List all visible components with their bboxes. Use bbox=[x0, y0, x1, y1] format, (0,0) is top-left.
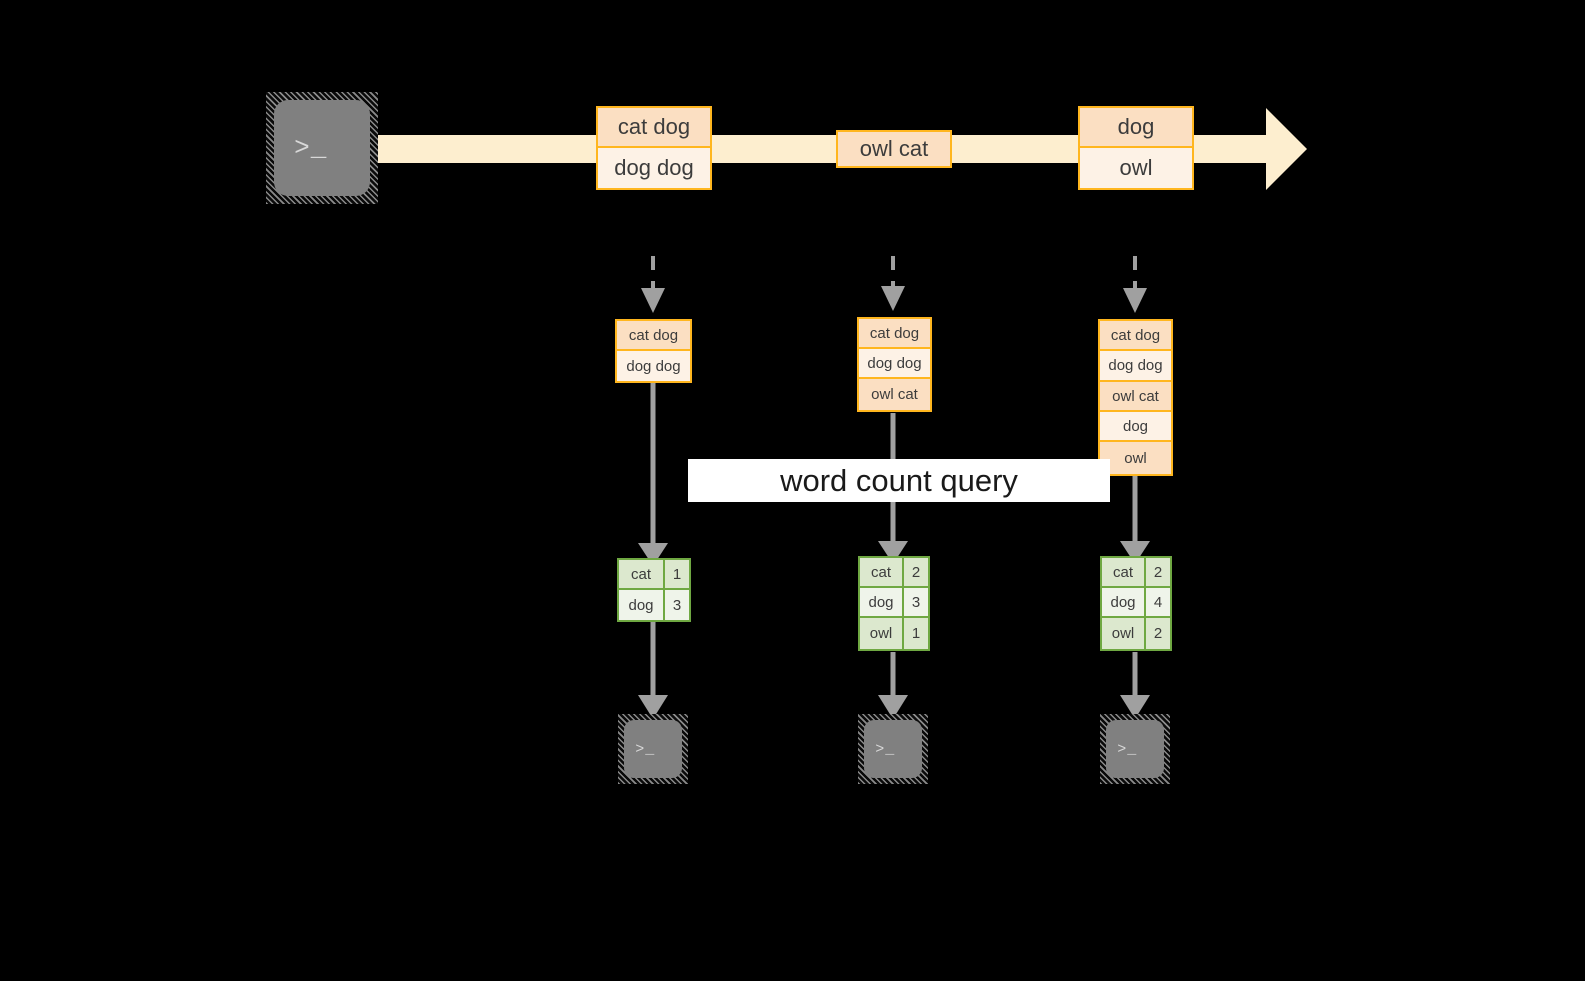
input-record: owl bbox=[1100, 442, 1171, 474]
sink-terminal-icon-2[interactable]: >_ bbox=[858, 714, 928, 784]
stream-record: cat dog bbox=[598, 108, 710, 148]
input-record: dog dog bbox=[859, 349, 930, 379]
table-cell-word: cat bbox=[860, 558, 904, 586]
table-row: owl 2 bbox=[1102, 618, 1170, 649]
table-row: dog 4 bbox=[1102, 588, 1170, 618]
terminal-body bbox=[274, 100, 370, 196]
table-cell-count: 2 bbox=[1146, 618, 1170, 649]
input-stack-3[interactable]: cat dog dog dog owl cat dog owl bbox=[1098, 319, 1173, 476]
input-stack-2[interactable]: cat dog dog dog owl cat bbox=[857, 317, 932, 412]
terminal-body bbox=[864, 720, 922, 778]
query-label: word count query bbox=[688, 459, 1110, 502]
terminal-body bbox=[1106, 720, 1164, 778]
terminal-prompt-text: >_ bbox=[294, 133, 328, 163]
input-record: cat dog bbox=[617, 321, 690, 351]
input-record: dog bbox=[1100, 412, 1171, 442]
table-cell-word: owl bbox=[1102, 618, 1146, 649]
sink-terminal-icon-3[interactable]: >_ bbox=[1100, 714, 1170, 784]
table-cell-count: 3 bbox=[665, 590, 689, 620]
table-cell-count: 1 bbox=[904, 618, 928, 649]
stream-record: owl cat bbox=[838, 132, 950, 166]
sink-terminal-icon-1[interactable]: >_ bbox=[618, 714, 688, 784]
feed-arrow-head-1 bbox=[641, 288, 665, 313]
result-table-3[interactable]: cat 2 dog 4 owl 2 bbox=[1100, 556, 1172, 651]
stream-batch-2[interactable]: owl cat bbox=[836, 130, 952, 168]
table-cell-word: dog bbox=[619, 590, 665, 620]
input-record: owl cat bbox=[1100, 382, 1171, 412]
table-row: dog 3 bbox=[860, 588, 928, 618]
result-table-1[interactable]: cat 1 dog 3 bbox=[617, 558, 691, 622]
stream-record: dog bbox=[1080, 108, 1192, 148]
table-cell-word: owl bbox=[860, 618, 904, 649]
table-row: cat 2 bbox=[860, 558, 928, 588]
input-stack-1[interactable]: cat dog dog dog bbox=[615, 319, 692, 383]
table-cell-word: cat bbox=[619, 560, 665, 588]
table-cell-word: dog bbox=[860, 588, 904, 616]
table-cell-word: cat bbox=[1102, 558, 1146, 586]
input-record: owl cat bbox=[859, 379, 930, 410]
terminal-prompt-text: >_ bbox=[875, 740, 896, 758]
table-cell-count: 2 bbox=[904, 558, 928, 586]
feed-arrow-head-3 bbox=[1123, 288, 1147, 313]
stream-record: dog dog bbox=[598, 148, 710, 188]
table-row: dog 3 bbox=[619, 590, 689, 620]
input-record: dog dog bbox=[617, 351, 690, 381]
source-terminal-icon[interactable]: >_ bbox=[266, 92, 378, 204]
table-row: cat 2 bbox=[1102, 558, 1170, 588]
table-cell-count: 1 bbox=[665, 560, 689, 588]
stream-batch-1[interactable]: cat dog dog dog bbox=[596, 106, 712, 190]
input-record: cat dog bbox=[1100, 321, 1171, 351]
terminal-prompt-text: >_ bbox=[635, 740, 656, 758]
stream-batch-3[interactable]: dog owl bbox=[1078, 106, 1194, 190]
table-cell-count: 3 bbox=[904, 588, 928, 616]
result-table-2[interactable]: cat 2 dog 3 owl 1 bbox=[858, 556, 930, 651]
table-cell-word: dog bbox=[1102, 588, 1146, 616]
feed-arrow-head-2 bbox=[881, 286, 905, 311]
table-cell-count: 2 bbox=[1146, 558, 1170, 586]
terminal-prompt-text: >_ bbox=[1117, 740, 1138, 758]
table-cell-count: 4 bbox=[1146, 588, 1170, 616]
table-row: cat 1 bbox=[619, 560, 689, 590]
terminal-body bbox=[624, 720, 682, 778]
stream-record: owl bbox=[1080, 148, 1192, 188]
input-record: cat dog bbox=[859, 319, 930, 349]
table-row: owl 1 bbox=[860, 618, 928, 649]
input-record: dog dog bbox=[1100, 351, 1171, 382]
